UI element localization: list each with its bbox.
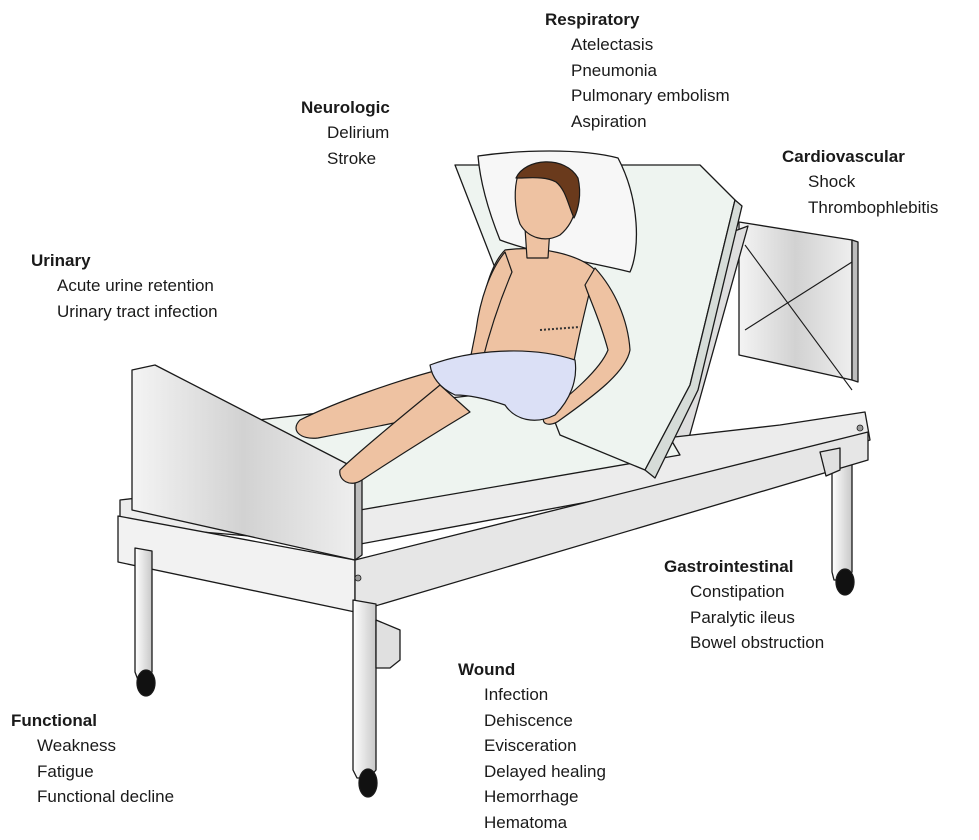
complication-item: Pneumonia: [571, 58, 730, 84]
bed-leg-front-right: [353, 600, 376, 778]
complication-item: Infection: [484, 682, 606, 708]
group-title-urinary: Urinary: [31, 248, 218, 273]
complication-item: Thrombophlebitis: [808, 195, 938, 221]
complication-item: Hematoma: [484, 810, 606, 836]
complication-group-cardiovascular: Cardiovascular Shock Thrombophlebitis: [782, 144, 938, 220]
group-title-gastrointestinal: Gastrointestinal: [664, 554, 824, 579]
complication-item: Functional decline: [37, 784, 174, 810]
complication-item: Urinary tract infection: [57, 299, 218, 325]
foot-board-right: [739, 222, 852, 380]
group-list-urinary: Acute urine retention Urinary tract infe…: [31, 273, 218, 324]
complication-item: Evisceration: [484, 733, 606, 759]
group-list-cardiovascular: Shock Thrombophlebitis: [782, 169, 938, 220]
complication-group-respiratory: Respiratory Atelectasis Pneumonia Pulmon…: [545, 7, 730, 134]
complication-item: Delirium: [327, 120, 390, 146]
group-title-wound: Wound: [458, 657, 606, 682]
complication-group-gastrointestinal: Gastrointestinal Constipation Paralytic …: [664, 554, 824, 656]
complication-item: Weakness: [37, 733, 174, 759]
complication-item: Paralytic ileus: [690, 605, 824, 631]
group-list-functional: Weakness Fatigue Functional decline: [11, 733, 174, 810]
group-title-cardiovascular: Cardiovascular: [782, 144, 938, 169]
complication-item: Dehiscence: [484, 708, 606, 734]
complication-item: Stroke: [327, 146, 390, 172]
complication-item: Pulmonary embolism: [571, 83, 730, 109]
group-title-functional: Functional: [11, 708, 174, 733]
complication-item: Aspiration: [571, 109, 730, 135]
wheel-front-right: [359, 769, 377, 797]
wheel-front-left: [137, 670, 155, 696]
complication-group-urinary: Urinary Acute urine retention Urinary tr…: [31, 248, 218, 324]
complication-item: Bowel obstruction: [690, 630, 824, 656]
group-list-respiratory: Atelectasis Pneumonia Pulmonary embolism…: [545, 32, 730, 134]
complication-group-neurologic: Neurologic Delirium Stroke: [301, 95, 390, 171]
bed-leg-back-right: [832, 455, 852, 580]
group-list-wound: Infection Dehiscence Evisceration Delaye…: [458, 682, 606, 836]
complication-item: Hemorrhage: [484, 784, 606, 810]
bed-leg-front-left: [135, 548, 152, 680]
wheel-back-right: [836, 569, 854, 595]
complication-item: Shock: [808, 169, 938, 195]
group-list-neurologic: Delirium Stroke: [301, 120, 390, 171]
complication-item: Delayed healing: [484, 759, 606, 785]
complication-item: Fatigue: [37, 759, 174, 785]
group-title-neurologic: Neurologic: [301, 95, 390, 120]
complication-item: Acute urine retention: [57, 273, 218, 299]
complication-item: Constipation: [690, 579, 824, 605]
complication-group-wound: Wound Infection Dehiscence Evisceration …: [458, 657, 606, 836]
complication-item: Atelectasis: [571, 32, 730, 58]
complication-group-functional: Functional Weakness Fatigue Functional d…: [11, 708, 174, 810]
group-title-respiratory: Respiratory: [545, 7, 730, 32]
group-list-gastrointestinal: Constipation Paralytic ileus Bowel obstr…: [664, 579, 824, 656]
